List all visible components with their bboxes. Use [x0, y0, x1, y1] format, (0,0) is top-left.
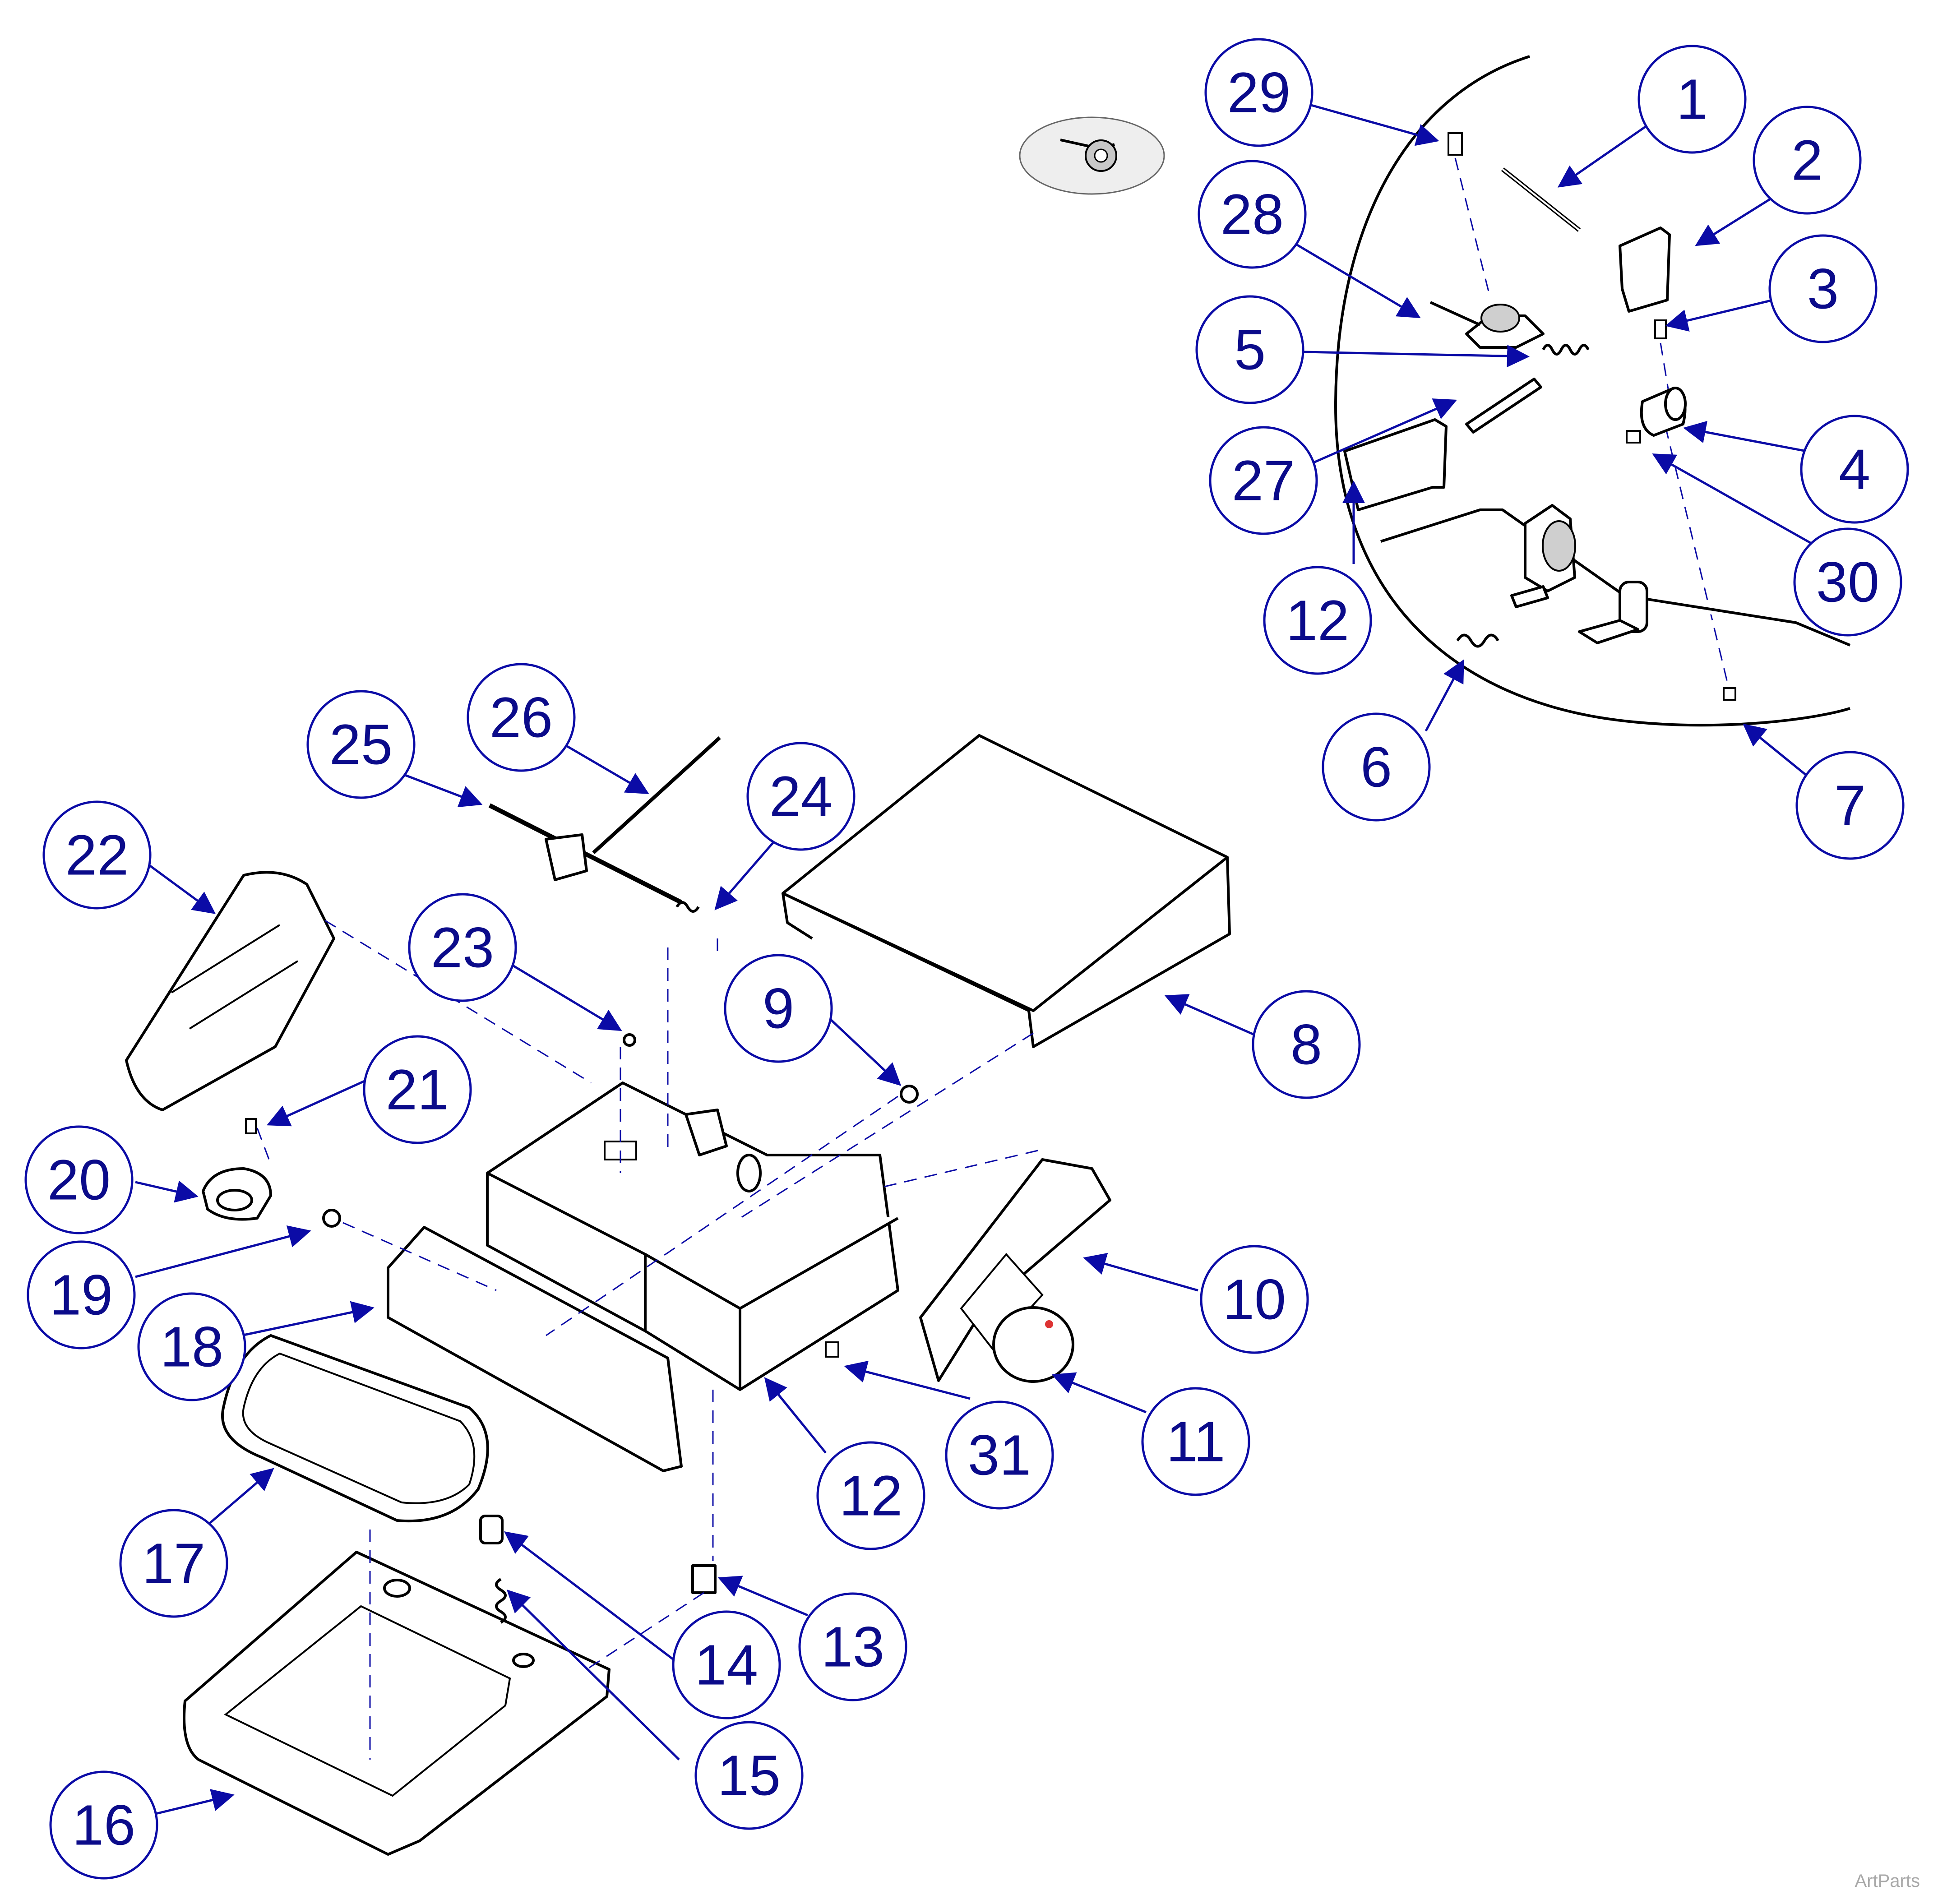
callout-9: 9 [724, 954, 833, 1063]
callout-17: 17 [119, 1509, 228, 1618]
callout-13: 13 [798, 1592, 907, 1701]
svg-text:27: 27 [1232, 449, 1295, 513]
callout-8: 8 [1252, 990, 1361, 1099]
svg-text:20: 20 [47, 1148, 111, 1212]
callout-18: 18 [137, 1292, 246, 1401]
callout-20: 20 [24, 1125, 134, 1234]
callout-31: 31 [945, 1400, 1054, 1510]
detail-view [1019, 55, 1850, 727]
svg-text:25: 25 [329, 713, 393, 776]
callout-30: 30 [1793, 527, 1902, 637]
svg-text:18: 18 [160, 1315, 223, 1379]
watermark: ArtParts [1855, 1871, 1920, 1891]
end-cap-part-22 [125, 871, 335, 1111]
svg-text:9: 9 [763, 977, 794, 1040]
callout-21: 21 [363, 1035, 472, 1144]
tray-part-17 [221, 1334, 489, 1523]
svg-text:23: 23 [431, 916, 494, 980]
svg-text:21: 21 [386, 1058, 449, 1122]
callout-12-main: 12 [816, 1441, 925, 1550]
svg-text:24: 24 [769, 765, 833, 828]
handle-part-20 [202, 1167, 272, 1221]
callout-28: 28 [1198, 160, 1307, 269]
front-cover-part-18 [387, 1226, 683, 1472]
callout-2: 2 [1753, 106, 1862, 215]
small-parts [245, 1033, 919, 1624]
svg-text:2: 2 [1791, 129, 1823, 192]
base-part-16 [183, 1551, 611, 1856]
svg-text:30: 30 [1816, 550, 1879, 614]
svg-text:12: 12 [839, 1464, 902, 1528]
callout-29: 29 [1204, 38, 1314, 147]
callout-3: 3 [1768, 234, 1878, 343]
svg-text:4: 4 [1839, 438, 1870, 501]
svg-text:15: 15 [717, 1744, 781, 1807]
callout-15: 15 [694, 1721, 804, 1830]
cover-part-8 [782, 734, 1231, 1048]
svg-text:16: 16 [72, 1793, 135, 1857]
nut-part-19 [322, 1209, 341, 1228]
svg-text:28: 28 [1221, 183, 1284, 246]
svg-text:14: 14 [695, 1633, 758, 1697]
callout-19: 19 [27, 1240, 136, 1349]
svg-text:31: 31 [968, 1423, 1031, 1487]
callout-7: 7 [1795, 751, 1905, 860]
callout-5: 5 [1195, 295, 1304, 404]
callout-6: 6 [1322, 712, 1431, 822]
frame-part-12 [486, 1081, 899, 1391]
callout-4: 4 [1800, 415, 1909, 524]
detail-parts [1343, 132, 1851, 701]
assembly-lines [256, 920, 1038, 1760]
svg-text:7: 7 [1834, 774, 1866, 837]
svg-text:1: 1 [1676, 68, 1708, 131]
side-cover-part-10 [919, 1158, 1111, 1382]
callout-23: 23 [408, 893, 517, 1002]
svg-text:26: 26 [490, 686, 553, 749]
cap-part-11 [992, 1306, 1074, 1383]
svg-text:6: 6 [1360, 735, 1392, 799]
callout-12-detail: 12 [1263, 566, 1372, 675]
svg-text:8: 8 [1290, 1013, 1322, 1077]
svg-text:29: 29 [1227, 61, 1290, 125]
callouts: 1 2 3 4 5 6 7 8 [24, 38, 1909, 1880]
svg-text:11: 11 [1166, 1410, 1226, 1474]
svg-text:19: 19 [50, 1263, 113, 1327]
callout-25: 25 [306, 690, 416, 799]
rod-assembly-parts-25-26 [488, 736, 721, 913]
svg-text:10: 10 [1223, 1268, 1286, 1331]
callout-16: 16 [49, 1770, 158, 1880]
svg-text:3: 3 [1807, 257, 1839, 321]
callout-22: 22 [42, 800, 152, 910]
svg-text:22: 22 [65, 823, 129, 887]
svg-text:12: 12 [1286, 589, 1349, 652]
svg-text:5: 5 [1234, 318, 1266, 382]
callout-24: 24 [746, 742, 856, 851]
callout-26: 26 [467, 663, 576, 772]
callout-27: 27 [1209, 426, 1318, 535]
callout-10: 10 [1200, 1245, 1309, 1354]
callout-1: 1 [1637, 45, 1747, 154]
callout-11: 11 [1141, 1387, 1250, 1496]
svg-text:13: 13 [821, 1615, 884, 1679]
callout-14: 14 [672, 1610, 781, 1719]
leader-lines [134, 102, 1833, 1815]
svg-text:17: 17 [142, 1532, 205, 1595]
